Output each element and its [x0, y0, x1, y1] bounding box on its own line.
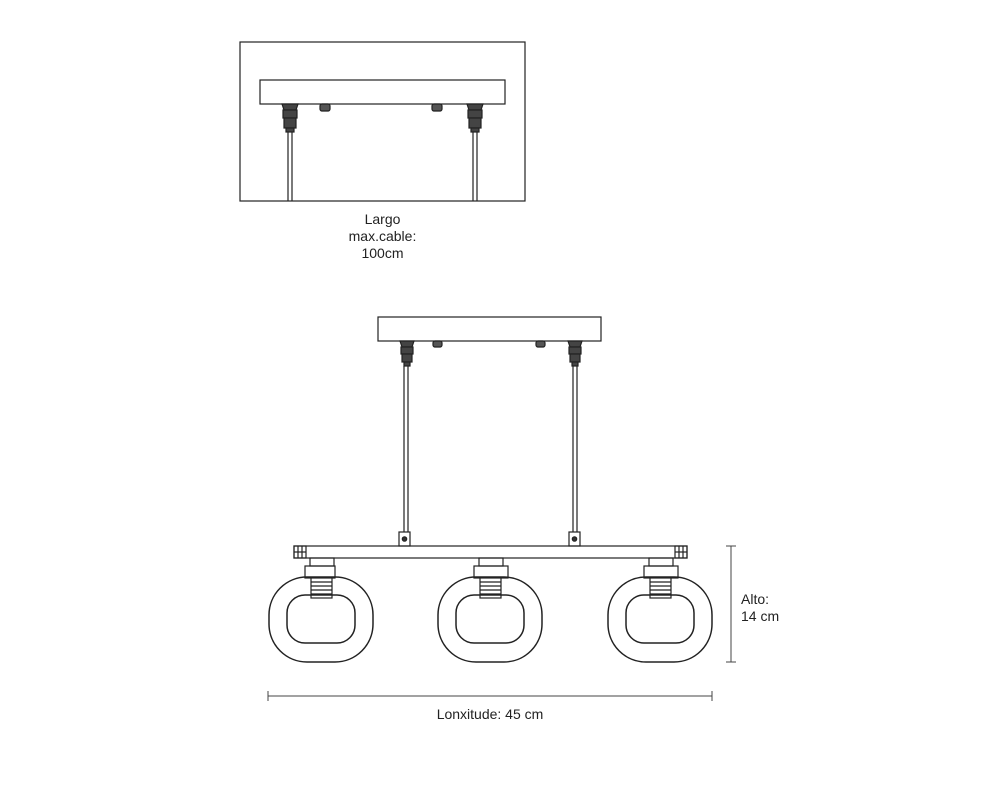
horizontal-bar [293, 545, 688, 559]
detail-view [239, 41, 526, 202]
detail-frame [239, 41, 526, 202]
main-view [267, 316, 736, 701]
bar-right-end-cap [674, 545, 688, 559]
right-cable-grip [567, 340, 583, 367]
right-bar-bracket [568, 531, 581, 547]
detail-screw-left [319, 103, 331, 112]
detail-label-line2: max.cable: [348, 228, 417, 244]
height-label-line2: 14 cm [741, 608, 780, 624]
detail-label-line1: Largo [364, 211, 401, 227]
canopy-screw-right [535, 340, 546, 348]
lamp-shade-right [607, 557, 713, 663]
lamp-shade-left [268, 557, 374, 663]
detail-canopy [259, 79, 506, 105]
right-suspension-cable [572, 366, 578, 532]
detail-cable-label: Largo max.cable: 100cm [330, 211, 435, 262]
left-cable-grip [399, 340, 415, 367]
bar-left-end-cap [293, 545, 307, 559]
height-label-line1: Alto: [741, 591, 770, 607]
left-bar-bracket [398, 531, 411, 547]
detail-screw-right [431, 103, 443, 112]
canopy-screw-left [432, 340, 443, 348]
length-label: Lonxitude: 45 cm [436, 706, 544, 722]
detail-right-cable-grip [466, 103, 484, 201]
length-dimension-line [267, 691, 713, 701]
height-label: Alto: 14 cm [741, 591, 779, 625]
left-suspension-cable [403, 366, 409, 532]
lamp-shade-center [437, 557, 543, 663]
ceiling-canopy [377, 316, 602, 342]
detail-label-line3: 100cm [361, 245, 404, 261]
height-dimension-line [726, 545, 736, 663]
detail-left-cable-grip [281, 103, 299, 201]
